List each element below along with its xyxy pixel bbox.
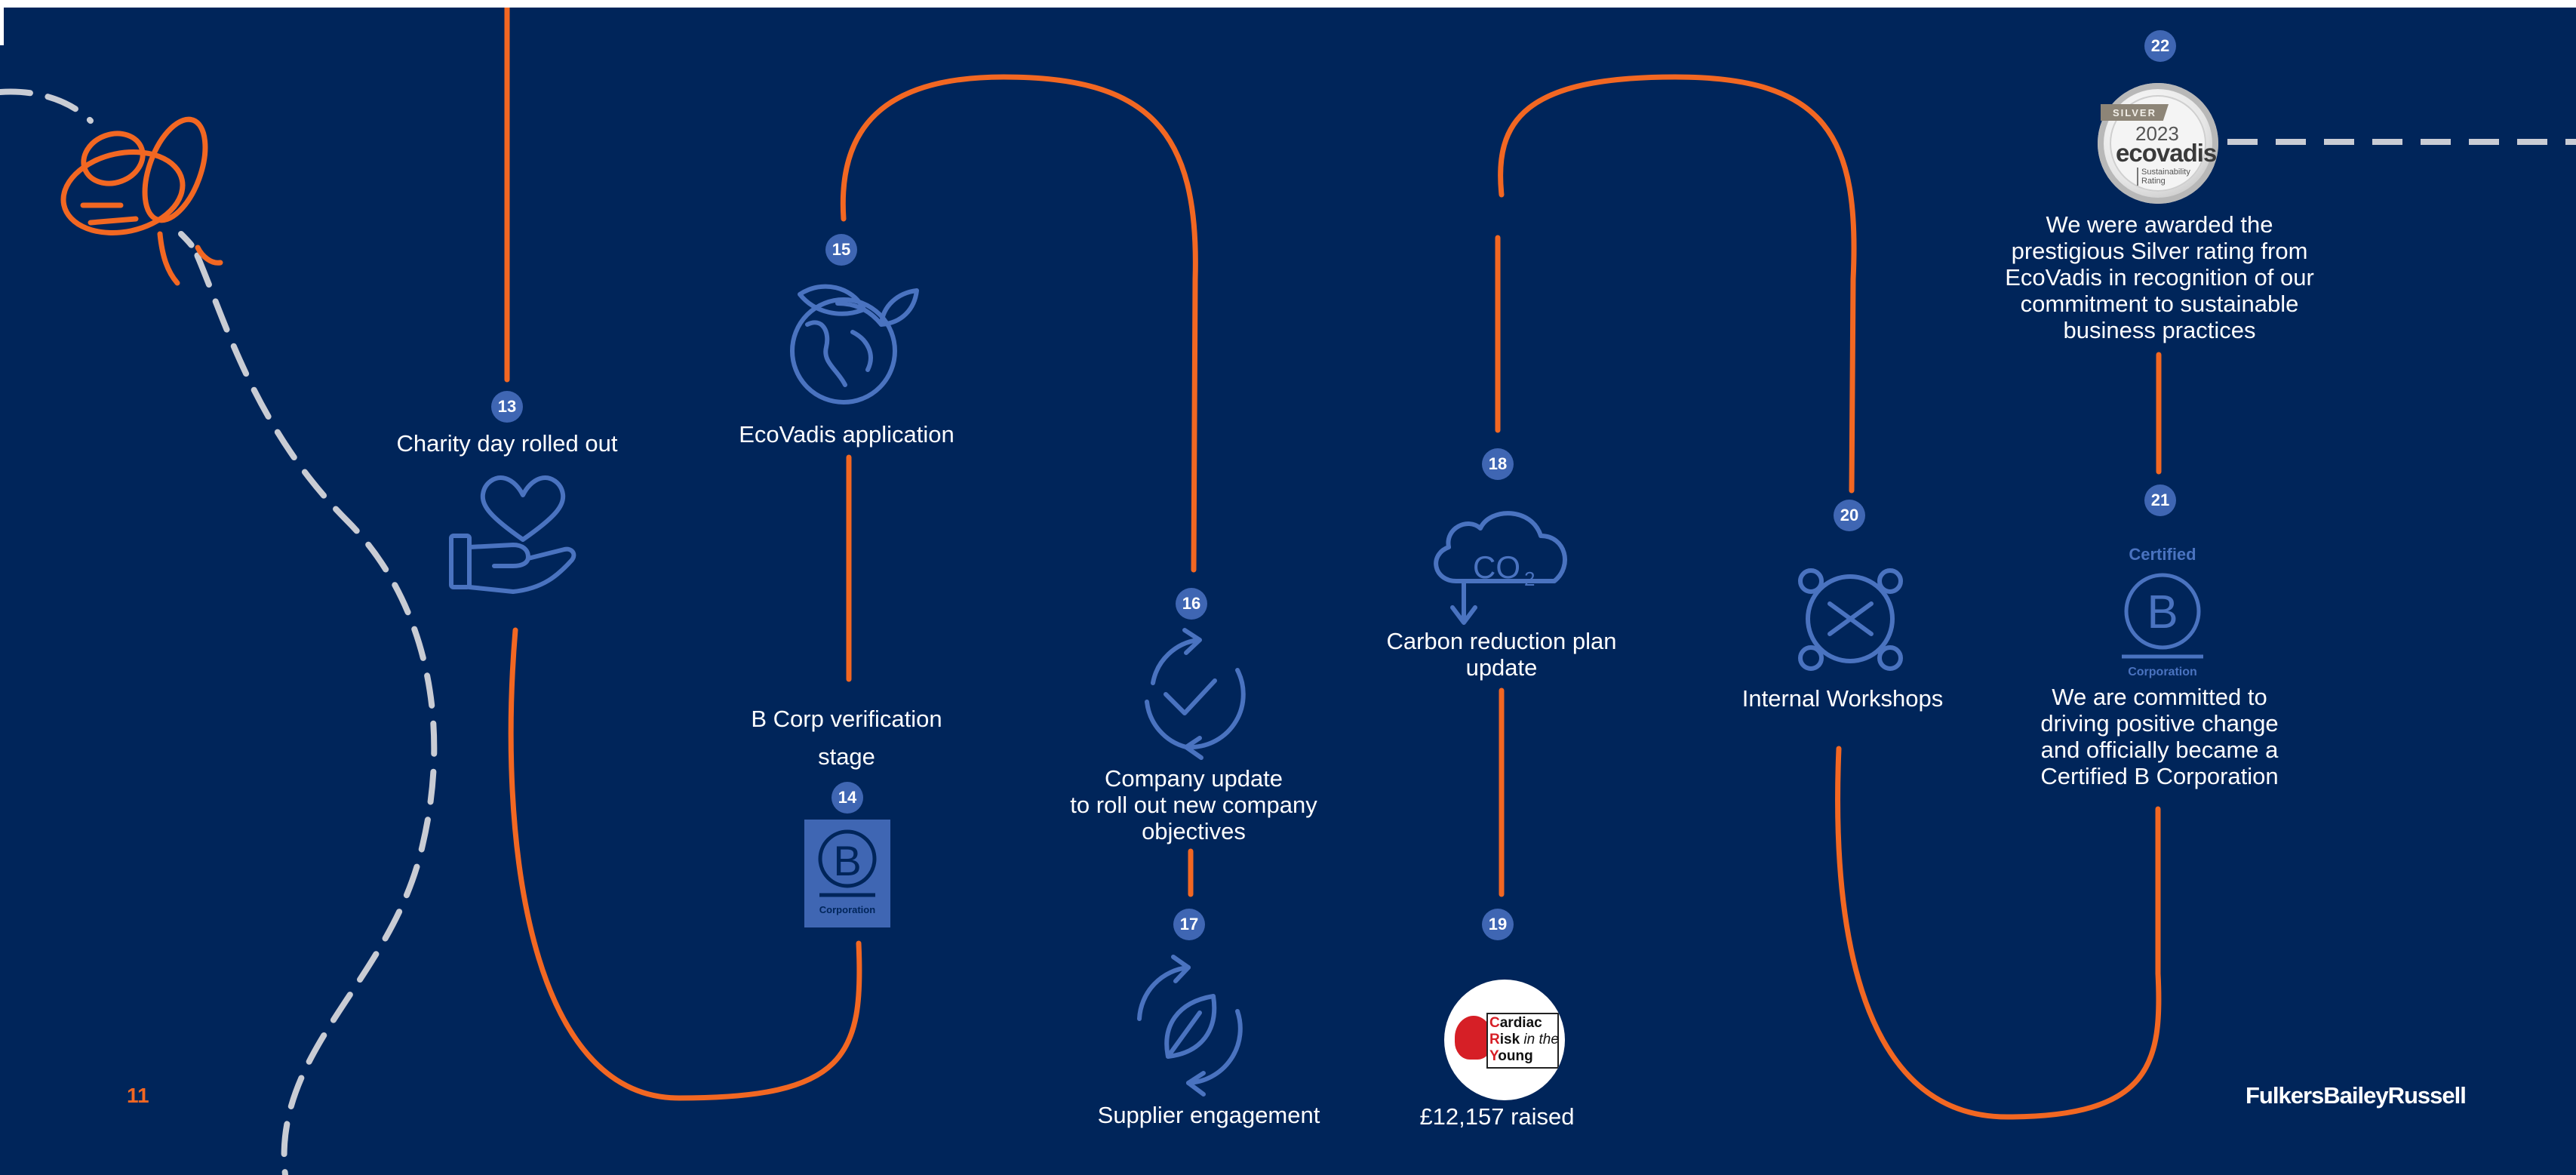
people-circle-icon: [1798, 568, 1903, 671]
milestone-text-19: £12,157 raised: [1419, 1103, 1575, 1130]
milestone-badge-18: 18: [1482, 448, 1514, 480]
milestone-badge-22: 22: [2144, 30, 2176, 62]
timeline-path: [504, 8, 2162, 1120]
milestone-text-16: Company update to roll out new company o…: [1070, 765, 1317, 844]
co2-cloud-icon: [1434, 511, 1567, 625]
milestone-text-21: We are committed to driving positive cha…: [2040, 684, 2279, 789]
bee-icon: [60, 116, 223, 286]
milestone-badge-21: 21: [2144, 484, 2176, 516]
bcorp-caption: Corporation: [819, 904, 875, 915]
milestone-text-22: We were awarded the prestigious Silver r…: [2005, 211, 2314, 343]
milestone-text-20: Internal Workshops: [1741, 685, 1944, 712]
co2-subscript: 2: [1524, 568, 1535, 590]
certified-b-letter: B: [2147, 586, 2178, 638]
co2-label: CO: [1473, 549, 1520, 585]
refresh-check-icon: [1145, 628, 1246, 760]
heart-in-hand-icon: [449, 475, 576, 594]
bee-flight-path-top: [178, 231, 201, 260]
certified-b-corp-icon: [2122, 573, 2203, 659]
bee-flight-path: [0, 88, 438, 1175]
milestone-badge-17: 17: [1173, 909, 1205, 940]
certified-top-label: Certified: [2129, 545, 2196, 564]
ecovadis-medal: SILVER 2023 ecovadis Sustainability Rati…: [2098, 83, 2218, 204]
milestone-badge-15: 15: [825, 234, 857, 266]
milestone-badge-14: 14: [832, 782, 863, 814]
milestone-text-18: Carbon reduction plan update: [1386, 628, 1617, 681]
milestone-text-13: Charity day rolled out: [396, 430, 618, 457]
milestone-badge-16: 16: [1176, 588, 1207, 620]
recycle-leaf-icon: [1137, 955, 1243, 1097]
certified-caption: Corporation: [2128, 666, 2197, 678]
page-number: 11: [127, 1084, 149, 1107]
ecovadis-year: 2023: [2135, 122, 2179, 145]
cardiac-heart-icon: [1455, 1016, 1492, 1060]
timeline-graphics: CO 2 B Certified Corporation B Corporati…: [0, 8, 2576, 1175]
ecovadis-brand: ecovadis: [2116, 139, 2217, 167]
ecovadis-ribbon: SILVER: [2101, 104, 2169, 121]
edge-mark: [0, 8, 4, 45]
milestone-text-14: B Corp verification stage: [751, 706, 942, 770]
milestone-badge-20: 20: [1834, 500, 1865, 531]
milestone-text-17: Supplier engagement: [1097, 1102, 1320, 1128]
b-corporation-logo-box: [804, 820, 890, 927]
bcorp-letter: B: [833, 837, 861, 884]
globe-leaves-icon: [790, 284, 919, 404]
cardiac-risk-logo: Cardiac Risk in the Young: [1444, 980, 1565, 1100]
ecovadis-tagline: Sustainability Rating: [2137, 168, 2190, 186]
milestone-text-15: EcoVadis application: [739, 421, 954, 448]
milestone-badge-19: 19: [1482, 909, 1514, 940]
brand-logo: FulkersBaileyRussell: [2246, 1082, 2467, 1109]
timeline-page: CO 2 B Certified Corporation B Corporati…: [0, 8, 2576, 1175]
b-corporation-logo: [818, 829, 877, 897]
milestone-badge-13: 13: [491, 391, 523, 423]
